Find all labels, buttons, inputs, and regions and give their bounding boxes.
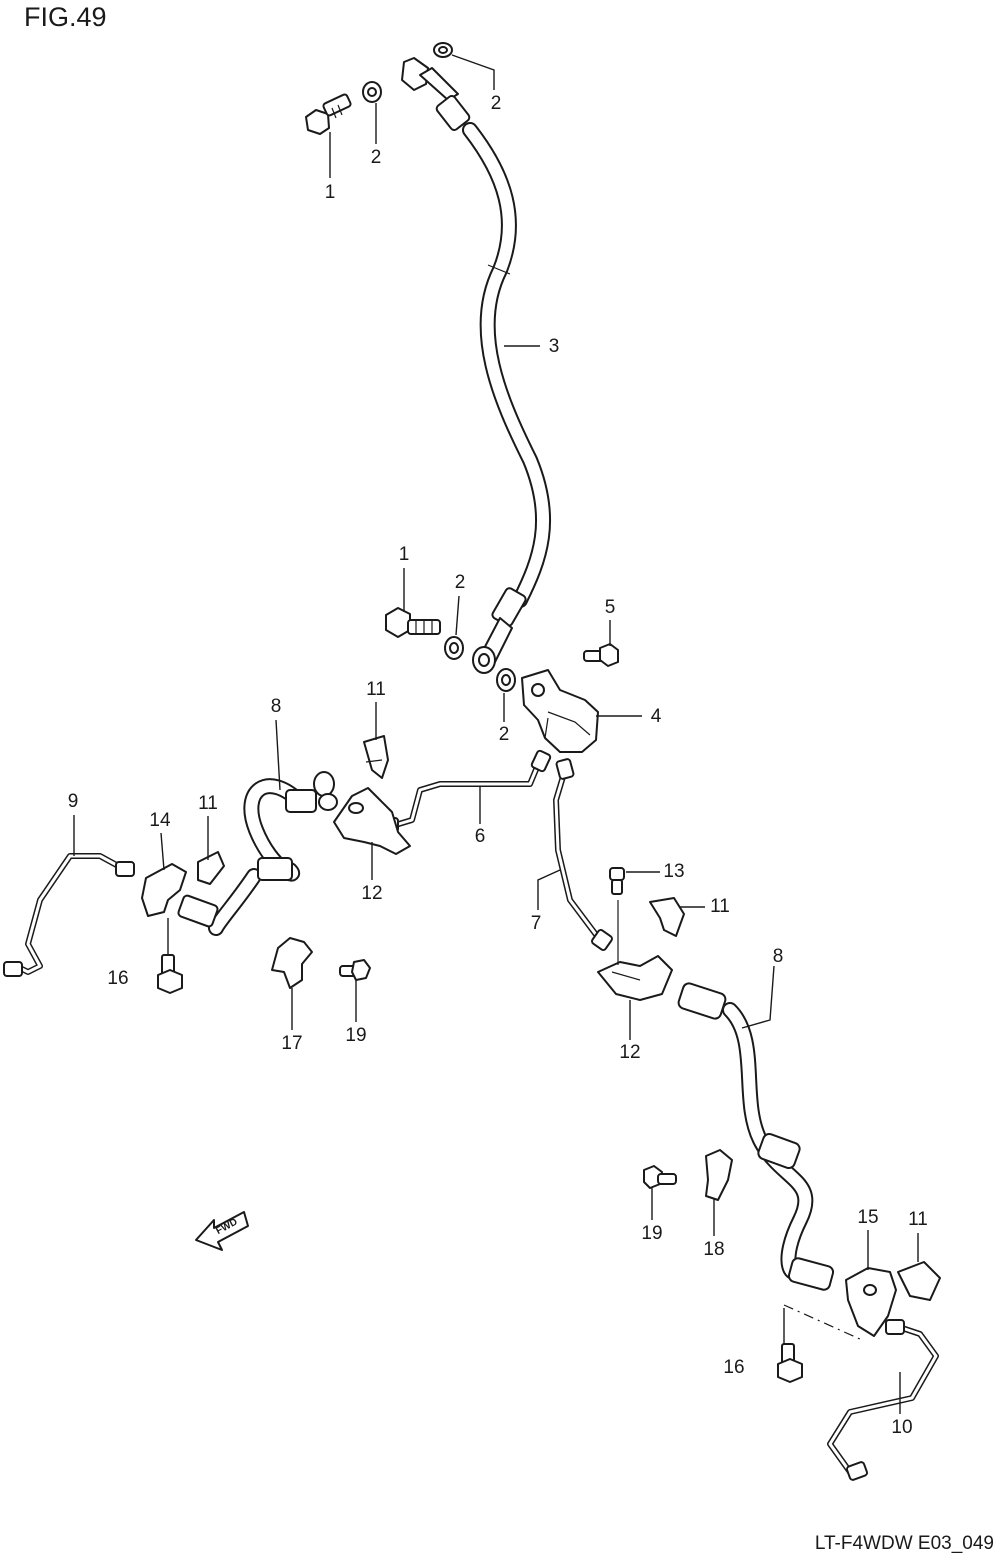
brake-pipe-left: [381, 749, 552, 833]
brake-pipe-10: [827, 1319, 939, 1481]
callout-9: 9: [68, 791, 79, 812]
hose-bracket-right: [597, 955, 673, 1001]
callout-2-top-right: 2: [491, 93, 502, 114]
brake-hose-left: [177, 771, 338, 936]
bolt-16-left: [157, 954, 183, 994]
union-bolt-middle: [385, 607, 441, 638]
clip-left: [197, 851, 225, 885]
bolt-5: [583, 643, 619, 667]
callout-12-left: 12: [361, 883, 382, 904]
bolt-19-right: [643, 1165, 677, 1189]
clamp-18: [705, 1149, 733, 1201]
callout-11-right-upper: 11: [710, 896, 730, 917]
three-way-joint: [521, 669, 599, 753]
union-bolt-top: [305, 93, 352, 135]
brake-pipe-9: [3, 853, 135, 977]
bolt-13: [609, 867, 625, 895]
callout-2-top-left: 2: [371, 147, 382, 168]
callout-19-left: 19: [345, 1025, 366, 1046]
callout-3: 3: [549, 336, 560, 357]
callout-4: 4: [651, 706, 662, 727]
callout-14: 14: [149, 810, 171, 831]
callout-6: 6: [475, 826, 486, 847]
bolt-16-guide: [783, 1304, 863, 1341]
bracket-15: [845, 1267, 897, 1337]
washer-middle-left: [444, 636, 464, 660]
bracket-14: [141, 863, 187, 917]
callout-11-left: 11: [198, 793, 218, 814]
hose-bracket-left: [333, 787, 411, 855]
brake-hose-right: [677, 982, 835, 1291]
bolt-19-left: [339, 959, 371, 981]
callout-16-left: 16: [107, 968, 128, 989]
callout-11-top: 11: [366, 679, 386, 700]
callout-12-right: 12: [619, 1042, 640, 1063]
callout-13: 13: [663, 861, 684, 882]
bolt-16-right: [777, 1343, 803, 1383]
clip-right-upper: [649, 897, 685, 937]
callout-10: 10: [891, 1417, 912, 1438]
callout-2-middle-right: 2: [499, 724, 510, 745]
callout-8-left: 8: [271, 696, 282, 717]
callout-19-right: 19: [641, 1223, 662, 1244]
callout-2-middle-left: 2: [455, 572, 466, 593]
callout-7: 7: [531, 913, 542, 934]
fwd-arrow-icon: FWD: [195, 1211, 249, 1251]
clip-top: [363, 735, 389, 779]
callout-labels: 1 2 2 3 1 2 5 2 4 11 8 6 12 9 14 11 16 1…: [68, 93, 928, 1438]
brake-pipe-right: [553, 758, 613, 951]
figure-title: FIG.49: [24, 2, 107, 32]
callout-18: 18: [703, 1239, 724, 1260]
leader-lines: [73, 54, 919, 1414]
callout-1-top: 1: [325, 182, 336, 203]
washer-top-left: [362, 81, 382, 103]
clip-right-lower: [897, 1261, 941, 1301]
callout-5: 5: [605, 597, 616, 618]
washer-top-right: [433, 42, 453, 58]
callout-17: 17: [281, 1033, 302, 1054]
callout-16-right: 16: [723, 1357, 744, 1378]
washer-middle-right: [496, 668, 516, 692]
brake-hose-main: [401, 57, 552, 674]
callout-11-right-lower: 11: [908, 1209, 928, 1230]
clamp-17: [271, 937, 313, 989]
callout-8-right: 8: [773, 946, 784, 967]
callout-15: 15: [857, 1207, 878, 1228]
callout-1-middle: 1: [399, 544, 410, 565]
figure-code: LT-F4WDW E03_049: [814, 1533, 994, 1554]
